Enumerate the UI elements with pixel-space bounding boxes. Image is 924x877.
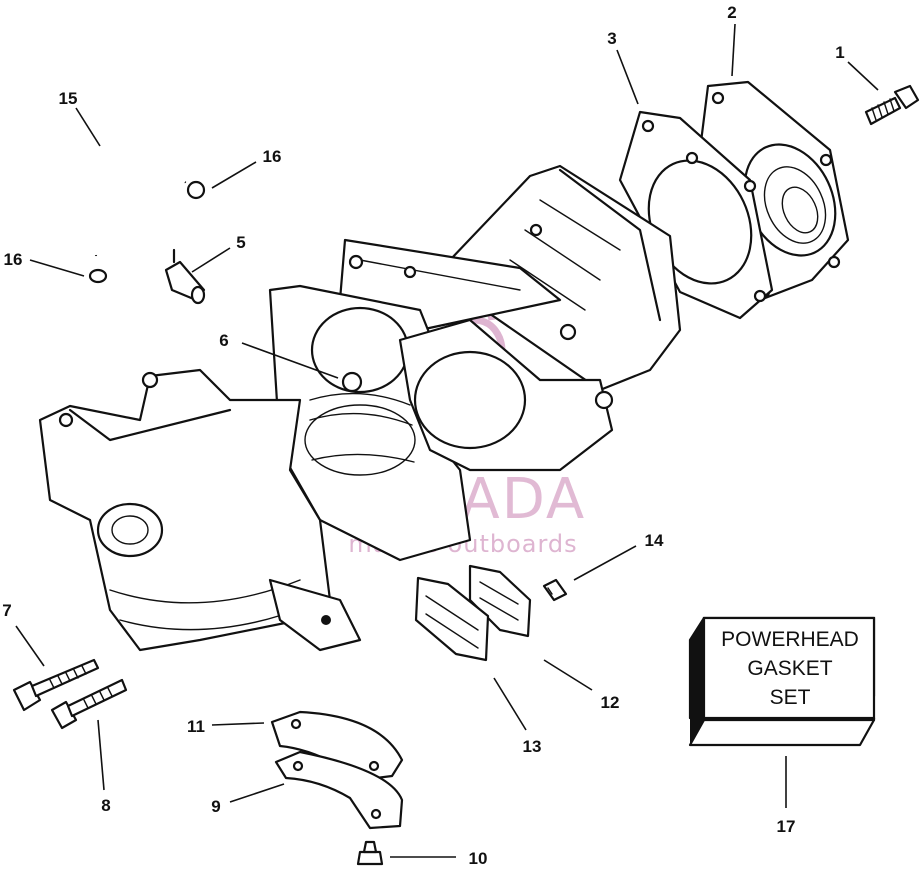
callout-8: 8: [101, 796, 110, 815]
part-15-hose: [88, 145, 188, 257]
gasket-box-line1: POWERHEAD: [721, 628, 859, 651]
callout-10: 10: [469, 849, 488, 868]
leader-2: [731, 23, 736, 77]
part-12-reed: [468, 564, 532, 638]
part-1-bolt: [864, 84, 920, 126]
callout-9: 9: [211, 797, 220, 816]
callout-6: 6: [219, 331, 228, 350]
part-13-reed: [414, 576, 490, 662]
callout-16-upper: 16: [263, 147, 282, 166]
callout-15: 15: [59, 89, 78, 108]
gasket-box-line2: GASKET: [747, 657, 832, 680]
leader-6: [241, 342, 339, 379]
leader-16a: [211, 161, 257, 189]
leader-12: [543, 659, 593, 691]
powerhead-block: [38, 164, 682, 652]
gasket-box-line3: SET: [770, 686, 811, 709]
callout-1: 1: [835, 43, 844, 62]
leader-lines: [15, 23, 879, 858]
part-8-bolt: [50, 678, 128, 730]
callout-17: 17: [777, 817, 796, 836]
callout-5: 5: [236, 233, 245, 252]
leader-15: [75, 107, 101, 147]
callout-16-lower: 16: [4, 250, 23, 269]
part-10-screw: [356, 840, 384, 866]
part-7-bolt: [12, 658, 100, 712]
leader-5: [191, 247, 231, 273]
callout-12: 12: [601, 693, 620, 712]
part-5-fitting: [164, 248, 206, 305]
part-14-screw: [542, 578, 568, 602]
callout-14: 14: [645, 531, 664, 550]
callout-labels: 1 2 3 5 6 7 8 9 10 11 12 13 14 15 16 16 …: [2, 3, 844, 868]
leader-14: [573, 545, 637, 581]
leader-16b: [29, 259, 85, 277]
leader-8: [97, 719, 105, 791]
callout-13: 13: [523, 737, 542, 756]
callout-7: 7: [2, 601, 11, 620]
part-9-plate: [274, 750, 404, 830]
leader-13: [493, 677, 527, 731]
callout-3: 3: [607, 29, 616, 48]
callout-11: 11: [187, 717, 205, 736]
part-11-plate: [270, 710, 404, 782]
part-17-gasket-set-box: POWERHEAD GASKET SET: [688, 616, 876, 747]
leader-1: [847, 61, 879, 91]
part-16-clamps: [88, 180, 206, 284]
leader-7: [15, 625, 45, 667]
leader-9: [229, 783, 285, 803]
leader-3: [616, 49, 639, 105]
callout-2: 2: [727, 3, 736, 22]
leader-11: [211, 722, 265, 726]
